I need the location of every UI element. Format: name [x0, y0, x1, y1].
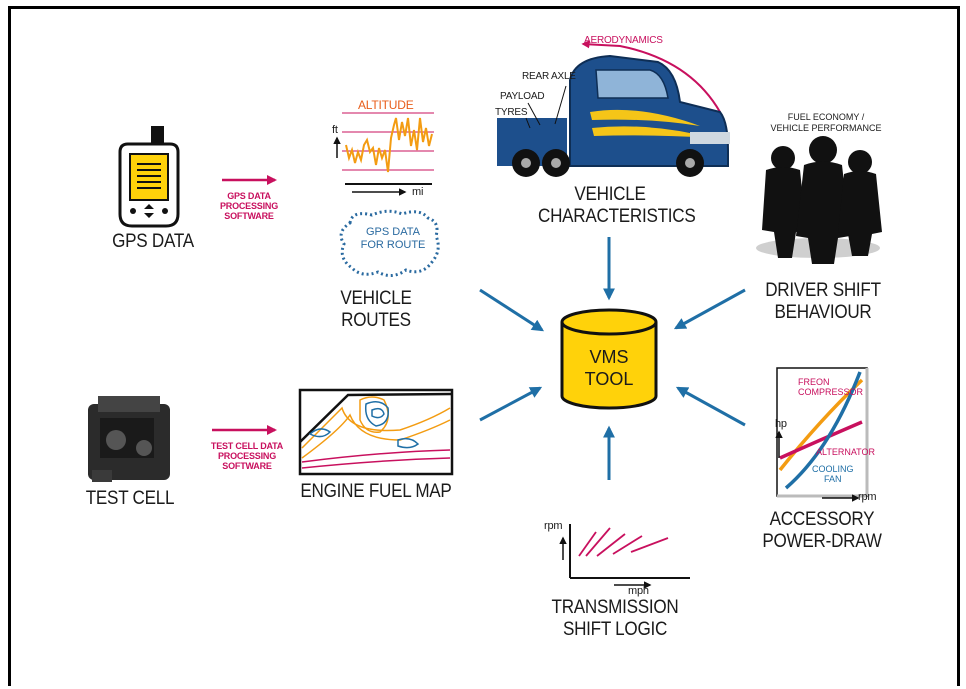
accessory-x-axis-label: rpm: [858, 491, 877, 503]
accessory-line-2: POWER-DRAW: [762, 531, 882, 552]
engine-fuel-map-label: ENGINE FUEL MAP: [300, 481, 452, 502]
accessory-chart: [775, 367, 869, 502]
people-silhouette-icon: [756, 136, 882, 264]
test-cell-label: TEST CELL: [85, 488, 175, 509]
vms-tool-line-1: VMS: [589, 347, 629, 367]
gps-data-label: GPS DATA: [112, 231, 194, 252]
aerodynamics-label: AERODYNAMICS: [584, 35, 663, 46]
transmission-label: TRANSMISSION SHIFT LOGIC: [548, 597, 683, 641]
test-cell-software-line-2: PROCESSING: [217, 451, 276, 461]
flow-arrows: [479, 237, 746, 480]
vms-tool-line-2: TOOL: [584, 369, 634, 389]
altitude-y-axis-label: ft: [332, 124, 338, 136]
gps-route-label: GPS DATA FOR ROUTE: [358, 226, 428, 252]
transmission-x-axis-label: mph: [628, 585, 649, 597]
gps-route-outline: [339, 209, 440, 277]
freon-line-2: COMPRESSOR: [798, 387, 864, 397]
engine-icon: [88, 396, 170, 482]
tyres-label: TYRES: [495, 107, 528, 118]
cooling-line-1: COOLING: [812, 464, 854, 474]
test-cell-software-line-1: TEST CELL DATA: [210, 441, 284, 451]
altitude-chart: [333, 112, 434, 196]
vms-tool-label: VMS TOOL: [562, 346, 656, 390]
vehicle-characteristics-label: VEHICLE CHARACTERISTICS: [538, 184, 696, 228]
gps-device-icon: [118, 126, 180, 228]
aerodynamics-arrow: [581, 40, 721, 113]
driver-shift-line-1: DRIVER SHIFT: [765, 280, 881, 301]
cooling-line-2: FAN: [824, 474, 842, 484]
transmission-line-1: TRANSMISSION: [551, 597, 679, 618]
test-cell-software-label: TEST CELL DATA PROCESSING SOFTWARE: [204, 441, 290, 471]
driver-shift-line-2: BEHAVIOUR: [774, 302, 872, 323]
driver-shift-label: DRIVER SHIFT BEHAVIOUR: [765, 280, 882, 324]
vehicle-characteristics-line-1: VEHICLE: [574, 184, 646, 205]
transmission-y-axis-label: rpm: [544, 520, 563, 532]
fuel-economy-label: FUEL ECONOMY / VEHICLE PERFORMANCE: [760, 112, 892, 134]
transmission-chart: [559, 524, 690, 589]
transmission-line-2: SHIFT LOGIC: [562, 619, 668, 640]
cooling-fan-label: COOLING FAN: [812, 464, 854, 484]
truck-callout-lines: [525, 85, 567, 129]
accessory-y-axis-label: hp: [775, 418, 787, 430]
gps-software-line-2: PROCESSING: [219, 201, 278, 211]
altitude-label: ALTITUDE: [358, 98, 414, 112]
payload-label: PAYLOAD: [500, 91, 545, 102]
freon-label: FREON COMPRESSOR: [798, 377, 863, 397]
test-cell-software-line-3: SOFTWARE: [222, 461, 272, 471]
gps-software-line-3: SOFTWARE: [224, 211, 274, 221]
freon-line-1: FREON: [798, 377, 830, 387]
alternator-label: ALTERNATOR: [816, 447, 876, 457]
gps-software-label: GPS DATA PROCESSING SOFTWARE: [208, 191, 290, 221]
accessory-label: ACCESSORY POWER-DRAW: [759, 509, 885, 553]
rear-axle-label: REAR AXLE: [522, 71, 576, 82]
vehicle-routes-label: VEHICLE ROUTES: [340, 288, 412, 331]
database-cylinder-icon: [560, 308, 658, 410]
altitude-x-axis-label: mi: [412, 186, 424, 198]
gps-route-line-2: FOR ROUTE: [360, 239, 426, 251]
fuel-economy-line-2: VEHICLE PERFORMANCE: [770, 123, 882, 133]
truck-icon: [497, 54, 730, 177]
gps-software-line-1: GPS DATA: [227, 191, 271, 201]
accessory-line-1: ACCESSORY: [769, 509, 875, 530]
fuel-economy-line-1: FUEL ECONOMY /: [787, 112, 865, 122]
engine-fuel-map: [298, 388, 454, 476]
gps-route-line-1: GPS DATA: [366, 226, 420, 238]
vehicle-characteristics-line-2: CHARACTERISTICS: [538, 206, 696, 227]
diagram-frame: [8, 6, 960, 686]
